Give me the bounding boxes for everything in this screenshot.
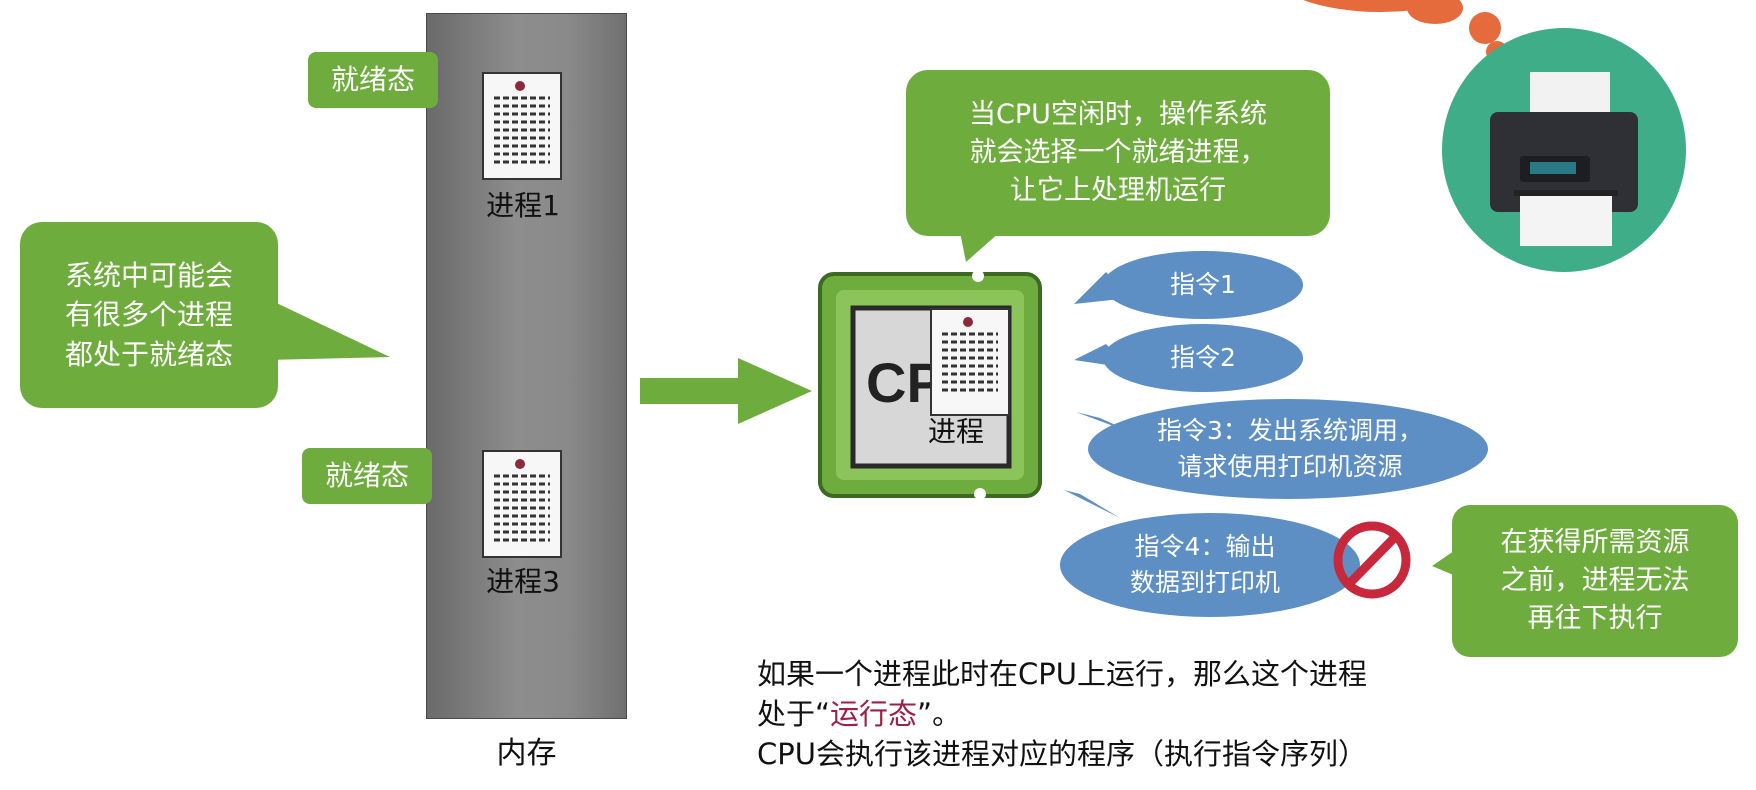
top-bubble-line: 当CPU空闲时，操作系统 [969,99,1267,131]
left-bubble-line: 系统中可能会 [64,259,233,293]
right-bubble: 在获得所需资源 之前，进程无法 再往下执行 [1452,505,1738,657]
process-1-label: 进程1 [486,189,560,222]
bottom-line-2: 处于“运行态”。 [757,694,1367,734]
process-3-label: 进程3 [486,565,560,598]
document-icon [482,72,562,180]
printer-icon [1442,28,1686,272]
instruction-3-line: 请求使用打印机资源 [1177,452,1403,481]
running-state-highlight: 运行态 [830,697,918,732]
document-icon [482,450,562,558]
right-bubble-line: 再往下执行 [1527,602,1663,634]
arrow-right-icon [640,358,812,424]
bottom-line-1: 如果一个进程此时在CPU上运行，那么这个进程 [757,657,1367,691]
instruction-3: 指令3：发出系统调用， 请求使用打印机资源 [1100,405,1480,493]
bottom-line-2-prefix: 处于“ [757,697,831,732]
top-bubble-tail [960,232,1000,262]
instruction-3-line: 指令3：发出系统调用， [1157,415,1423,445]
prohibited-icon [1333,521,1411,599]
right-bubble-line: 之前，进程无法 [1500,565,1690,597]
instruction-4-line: 数据到打印机 [1129,568,1280,597]
left-bubble-tail [266,298,390,360]
bottom-explanation: 如果一个进程此时在CPU上运行，那么这个进程 处于“运行态”。 CPU会执行该进… [757,654,1367,774]
left-bubble-line: 有很多个进程 [64,298,233,332]
top-bubble-line: 就会选择一个就绪进程， [969,137,1267,169]
bottom-line-3: CPU会执行该进程对应的程序（执行指令序列） [757,737,1367,772]
document-icon [930,308,1010,416]
top-bubble-line: 让它上处理机运行 [1010,174,1226,206]
ready-tag-3: 就绪态 [302,448,432,504]
right-bubble-line: 在获得所需资源 [1500,527,1690,559]
top-bubble: 当CPU空闲时，操作系统 就会选择一个就绪进程， 让它上处理机运行 [906,70,1330,236]
instruction-bubbles [1060,251,1488,617]
bottom-line-2-suffix: ”。 [917,697,962,732]
process-cpu-label: 进程 [928,415,985,448]
thought-cloud [1303,0,1508,63]
instruction-4: 指令4：输出 数据到打印机 [1090,520,1320,610]
instruction-1: 指令1 [1170,269,1236,299]
left-bubble: 系统中可能会 有很多个进程 都处于就绪态 [20,222,278,408]
left-bubble-line: 都处于就绪态 [64,337,233,371]
instruction-4-line: 指令4：输出 [1134,531,1276,561]
instruction-2: 指令2 [1170,342,1236,372]
ready-tag-1: 就绪态 [308,52,438,108]
memory-label: 内存 [496,736,557,771]
